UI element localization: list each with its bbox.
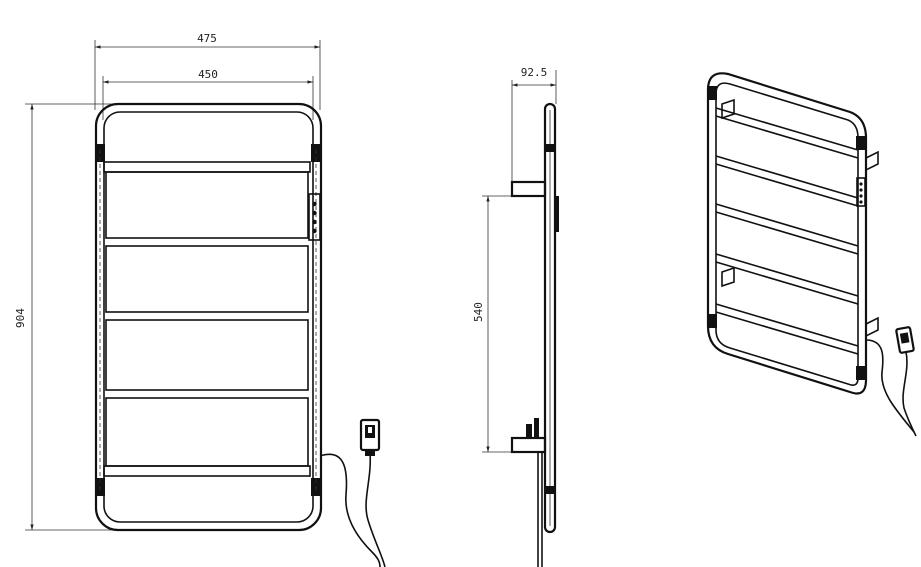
iso-plug — [895, 326, 915, 354]
iso-controller — [856, 177, 866, 207]
side-view: 92.5 540 — [472, 66, 559, 567]
collar — [96, 478, 105, 496]
rail-panel — [105, 397, 309, 467]
iso-bracket — [721, 266, 735, 288]
wall-bracket-lower — [510, 436, 547, 454]
frame-inner — [103, 111, 314, 523]
dimension-label-mount-spacing: 540 — [472, 302, 485, 322]
dimension-overall-width: 475 — [94, 32, 321, 110]
iso-bracket — [865, 150, 879, 172]
dimension-label-overall-height: 904 — [14, 308, 27, 328]
dimension-label-inner-width: 450 — [198, 68, 218, 81]
iso-bracket — [865, 316, 879, 338]
collar — [96, 144, 105, 162]
rail — [103, 161, 311, 173]
front-rails — [103, 161, 311, 477]
rail-panel — [105, 245, 309, 313]
iso-power-cable — [865, 326, 917, 437]
dimension-label-overall-width: 475 — [197, 32, 217, 45]
rail-panel — [105, 171, 309, 239]
rail — [103, 465, 311, 477]
side-tube — [543, 102, 557, 534]
rail-panel — [105, 319, 309, 391]
iso-view — [706, 72, 917, 437]
controller-button — [312, 210, 317, 216]
controller-button — [312, 228, 317, 234]
side-controller-profile — [555, 196, 559, 232]
collar — [311, 478, 320, 496]
power-cable-front — [319, 418, 386, 567]
controller-button — [312, 201, 317, 207]
dimension-side-depth: 92.5 — [511, 66, 557, 184]
iso-bracket — [721, 98, 735, 120]
controller-housing — [308, 193, 321, 241]
wall-bracket-upper — [510, 180, 547, 198]
frame-outer — [94, 102, 323, 532]
dimension-inner-width: 450 — [102, 68, 314, 120]
iso-rails — [715, 107, 859, 355]
collar — [311, 144, 320, 162]
dimension-overall-height: 904 — [14, 103, 125, 531]
controller-button — [312, 219, 317, 225]
dimension-label-side-depth: 92.5 — [521, 66, 548, 79]
dimension-mount-spacing: 540 — [472, 195, 512, 453]
side-controller — [308, 193, 321, 241]
front-view: 475 450 904 — [14, 32, 386, 567]
